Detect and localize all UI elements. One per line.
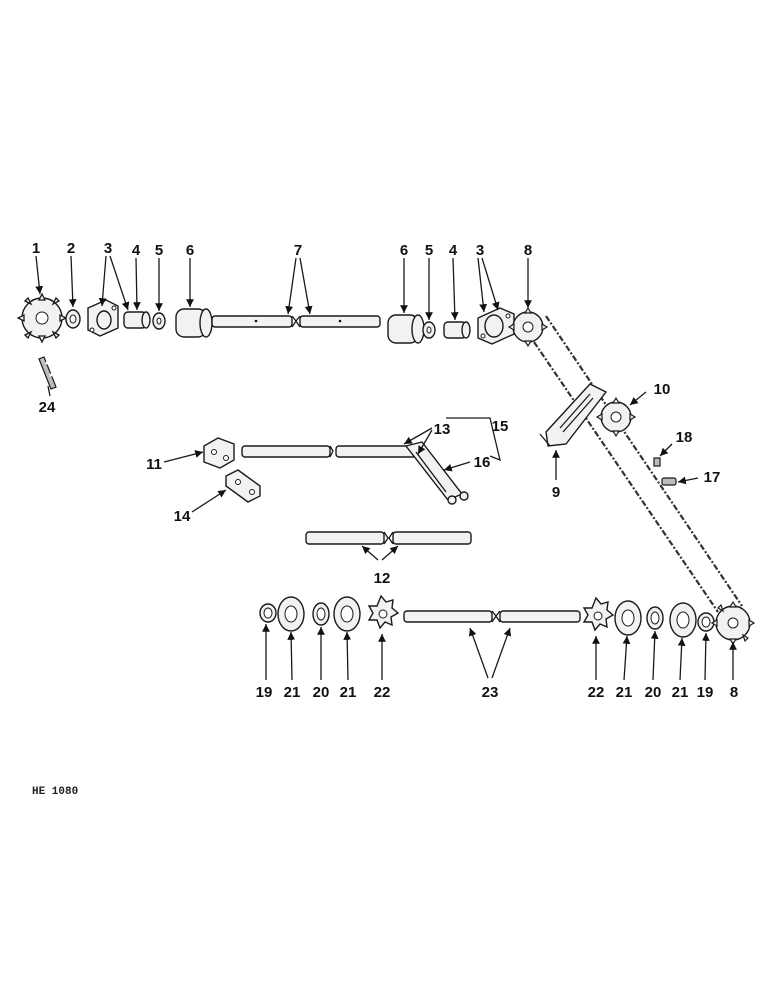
callout-23: 23 [482,684,499,701]
bracket-14 [225,469,261,503]
idler-bracket-9 [539,383,608,447]
shaft-12 [305,531,472,545]
callout-4-right: 4 [449,242,458,259]
callout-6-right: 6 [400,242,408,259]
callout-20-left: 20 [313,684,330,701]
callout-4-left: 4 [132,242,141,259]
collar-2 [65,309,81,329]
washer-5-right [422,321,436,339]
spacer-tube-6-right [387,314,425,344]
callout-16: 16 [474,454,491,471]
callout-labels: 1 2 3 4 5 6 7 6 5 4 3 8 24 10 9 18 17 11… [32,240,738,701]
spacer-tube-6-left [175,308,213,338]
callout-11: 11 [146,456,162,473]
flange-21-b [333,596,361,632]
callout-18: 18 [676,429,693,446]
bearing-20-left [312,602,330,626]
callout-9: 9 [552,484,560,501]
callout-6-left: 6 [186,242,194,259]
callout-7: 7 [294,242,302,259]
bracket-11 [203,437,235,469]
upper-sprocket-1 [16,292,68,344]
upper-shaft-7 [211,315,381,328]
callout-12: 12 [374,570,391,587]
lower-shaft-23 [403,610,581,623]
bushing-19-right [697,612,715,632]
flange-21-a [277,596,305,632]
idler-sprocket-10 [595,396,637,438]
figure-code: HE 1080 [32,786,78,798]
star-wheel-22-right [582,596,615,632]
flange-21-d [669,602,697,638]
callout-10: 10 [654,381,671,398]
arm-assembly-16 [404,441,469,505]
callout-3-left: 3 [104,240,112,257]
callout-24: 24 [39,399,56,416]
bearing-20-right [646,606,664,630]
callout-19-left: 19 [256,684,273,701]
star-wheel-22-left [367,594,400,630]
callout-8-lower: 8 [730,684,738,701]
bearing-flange-3-left [87,299,119,337]
callout-13: 13 [434,421,451,438]
callout-8-upper: 8 [524,242,532,259]
callout-21-b: 21 [340,684,357,701]
lower-sprocket-8 [710,600,756,646]
callout-22-left: 22 [374,684,391,701]
offset-link-17 [661,477,677,486]
callout-17: 17 [704,469,721,486]
callout-5-right: 5 [425,242,433,259]
bearing-4-left [123,311,151,329]
bearing-4-right [443,321,471,339]
callout-21-c: 21 [616,684,633,701]
callout-14: 14 [174,508,191,525]
bearing-flange-3-right [477,307,515,345]
leader-lines [35,255,737,681]
callout-1: 1 [32,240,40,257]
upper-sprocket-8 [507,306,549,348]
callout-21-d: 21 [672,684,689,701]
callout-19-right: 19 [697,684,714,701]
callout-5-left: 5 [155,242,163,259]
drive-chain [533,315,743,613]
callout-2: 2 [67,240,75,257]
washer-5-left [152,312,166,330]
connector-link-18 [653,457,661,467]
chain-link-24 [38,356,57,390]
callout-21-a: 21 [284,684,301,701]
callout-22-right: 22 [588,684,605,701]
bushing-19-left [259,603,277,623]
flange-21-c [614,600,642,636]
callout-20-right: 20 [645,684,662,701]
shaft-assembly-15 [241,445,417,458]
callout-3-right: 3 [476,242,484,259]
callout-15: 15 [492,418,509,435]
